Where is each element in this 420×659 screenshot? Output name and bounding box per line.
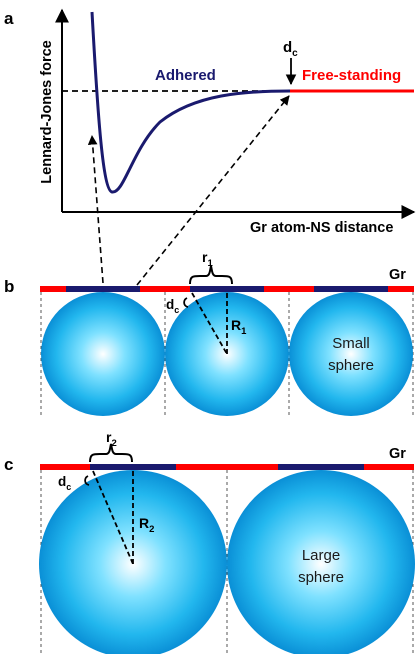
y-axis-label: Lennard-Jones force	[39, 40, 55, 183]
R1-label-main: R	[231, 317, 241, 333]
dc-marker-b	[183, 297, 189, 308]
panel-b-label: b	[4, 277, 14, 296]
dc-label-b-main: d	[166, 297, 174, 312]
R1-label: R1	[231, 317, 247, 337]
r2-label-main: r	[106, 429, 112, 445]
dc-label-c: dc	[58, 474, 71, 492]
R2-slant-line	[92, 470, 134, 565]
dc-label-a-sub: c	[292, 48, 298, 59]
panel-a: a Lennard-Jones force Gr atom-NS distanc…	[4, 8, 416, 286]
panel-b: b Gr Small sphere r1 R1 d	[4, 249, 414, 416]
adhered-segment	[190, 286, 264, 292]
r1-label: r1	[202, 249, 213, 269]
free-standing-segment	[140, 286, 190, 292]
gr-label-b: Gr	[389, 267, 406, 283]
free-standing-segment	[40, 286, 66, 292]
r1-label-main: r	[202, 249, 208, 265]
r2-label: r2	[106, 429, 117, 449]
free-standing-segment	[364, 464, 414, 470]
small-sphere	[289, 292, 413, 416]
large-sphere-text-line1: Large	[302, 547, 340, 564]
r2-brace	[89, 443, 133, 463]
adhered-segment	[66, 286, 140, 292]
link-arrow-right	[136, 95, 290, 286]
large-sphere-text-line2: sphere	[298, 569, 344, 586]
r2-label-sub: 2	[111, 438, 116, 449]
dc-label-b-sub: c	[174, 305, 179, 315]
adhered-label: Adhered	[155, 67, 216, 84]
free-standing-label: Free-standing	[302, 67, 401, 84]
R2-label: R2	[139, 515, 154, 535]
dc-label-c-sub: c	[66, 482, 71, 492]
gr-label-c: Gr	[389, 446, 406, 462]
free-standing-segment	[388, 286, 414, 292]
dc-label-c-main: d	[58, 474, 66, 489]
small-sphere-text-line1: Small	[332, 335, 370, 352]
graphene-sheet-b	[40, 286, 414, 292]
dc-label-b: dc	[166, 297, 179, 315]
dc-marker-c	[84, 475, 90, 486]
dc-label-a-main: d	[283, 39, 292, 56]
adhered-segment	[278, 464, 364, 470]
free-standing-segment	[264, 286, 314, 292]
free-standing-segment	[176, 464, 278, 470]
panel-c: c Gr Large sphere r2 R2 dc	[4, 429, 415, 658]
adhered-segment	[314, 286, 388, 292]
lj-curve	[90, 11, 291, 194]
free-standing-segment	[40, 464, 90, 470]
R2-label-sub: 2	[149, 524, 154, 535]
large-sphere	[227, 470, 415, 658]
x-axis-label: Gr atom-NS distance	[250, 220, 393, 236]
r1-label-sub: 1	[207, 258, 213, 269]
link-arrow-left	[87, 135, 104, 284]
r1-brace	[189, 265, 233, 285]
panel-a-label: a	[4, 9, 14, 28]
R1-slant-line	[191, 292, 228, 355]
adhered-segment	[90, 464, 176, 470]
graphene-sheet-c	[40, 464, 414, 470]
R1-label-sub: 1	[241, 326, 247, 337]
small-sphere	[41, 292, 165, 416]
small-sphere-text-line2: sphere	[328, 357, 374, 374]
R2-label-main: R	[139, 515, 149, 531]
panel-c-label: c	[4, 455, 13, 474]
dc-label-a: dc	[283, 39, 298, 59]
